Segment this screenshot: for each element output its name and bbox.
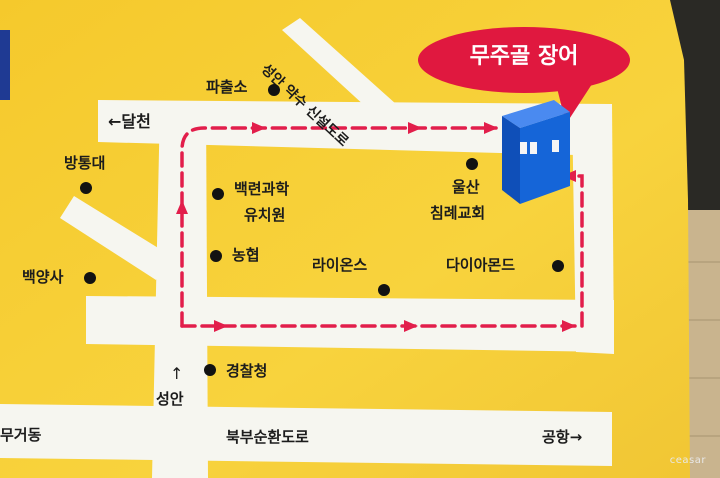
road-bukbu-label: 북부순환도로	[226, 428, 309, 446]
dot-baekyang	[84, 272, 96, 284]
roads	[0, 18, 614, 478]
landmark-kindergarten-1: 백련과학	[234, 180, 290, 198]
road-bukbu	[0, 404, 612, 466]
landmark-nonghyup: 농협	[232, 246, 260, 264]
landmark-baekyang: 백양사	[22, 268, 64, 286]
road-seongan-arrow: ↑	[170, 364, 184, 383]
landmark-diamond: 다이아몬드	[446, 256, 516, 274]
dot-kindergarten	[212, 188, 224, 200]
landmark-police-box: 파출소	[206, 78, 248, 96]
road-new	[282, 18, 396, 118]
route-top	[180, 126, 498, 328]
dot-lions	[378, 284, 390, 296]
landmark-broadcast: 방통대	[64, 154, 106, 172]
dot-diamond	[552, 260, 564, 272]
destination-building	[502, 100, 570, 204]
destination-label: 무주골 장어	[469, 44, 579, 69]
landmark-lions: 라이온스	[312, 256, 368, 274]
road-seongan-label: 성안	[156, 390, 184, 408]
road-seongan	[152, 104, 208, 478]
landmark-police-agency: 경찰청	[226, 362, 268, 380]
watermark: ceasar	[669, 455, 706, 466]
dot-broadcast	[80, 182, 92, 194]
landmark-kindergarten-2: 유치원	[244, 206, 286, 224]
road-diagonal	[60, 196, 168, 280]
road-dalcheon-label: ←달천	[108, 112, 151, 131]
dot-church	[466, 158, 478, 170]
dot-police-agency	[204, 364, 216, 376]
landmark-church-1: 울산	[452, 178, 480, 196]
road-middle	[86, 296, 614, 352]
dot-nonghyup	[210, 250, 222, 262]
wood-panel	[684, 210, 720, 478]
logo-fragment	[0, 30, 10, 100]
road-mugeo-label: 무거동	[0, 426, 42, 444]
road-airport-label: 공항→	[542, 428, 583, 446]
dot-police-box	[268, 84, 280, 96]
landmark-church-2: 침례교회	[430, 204, 486, 222]
